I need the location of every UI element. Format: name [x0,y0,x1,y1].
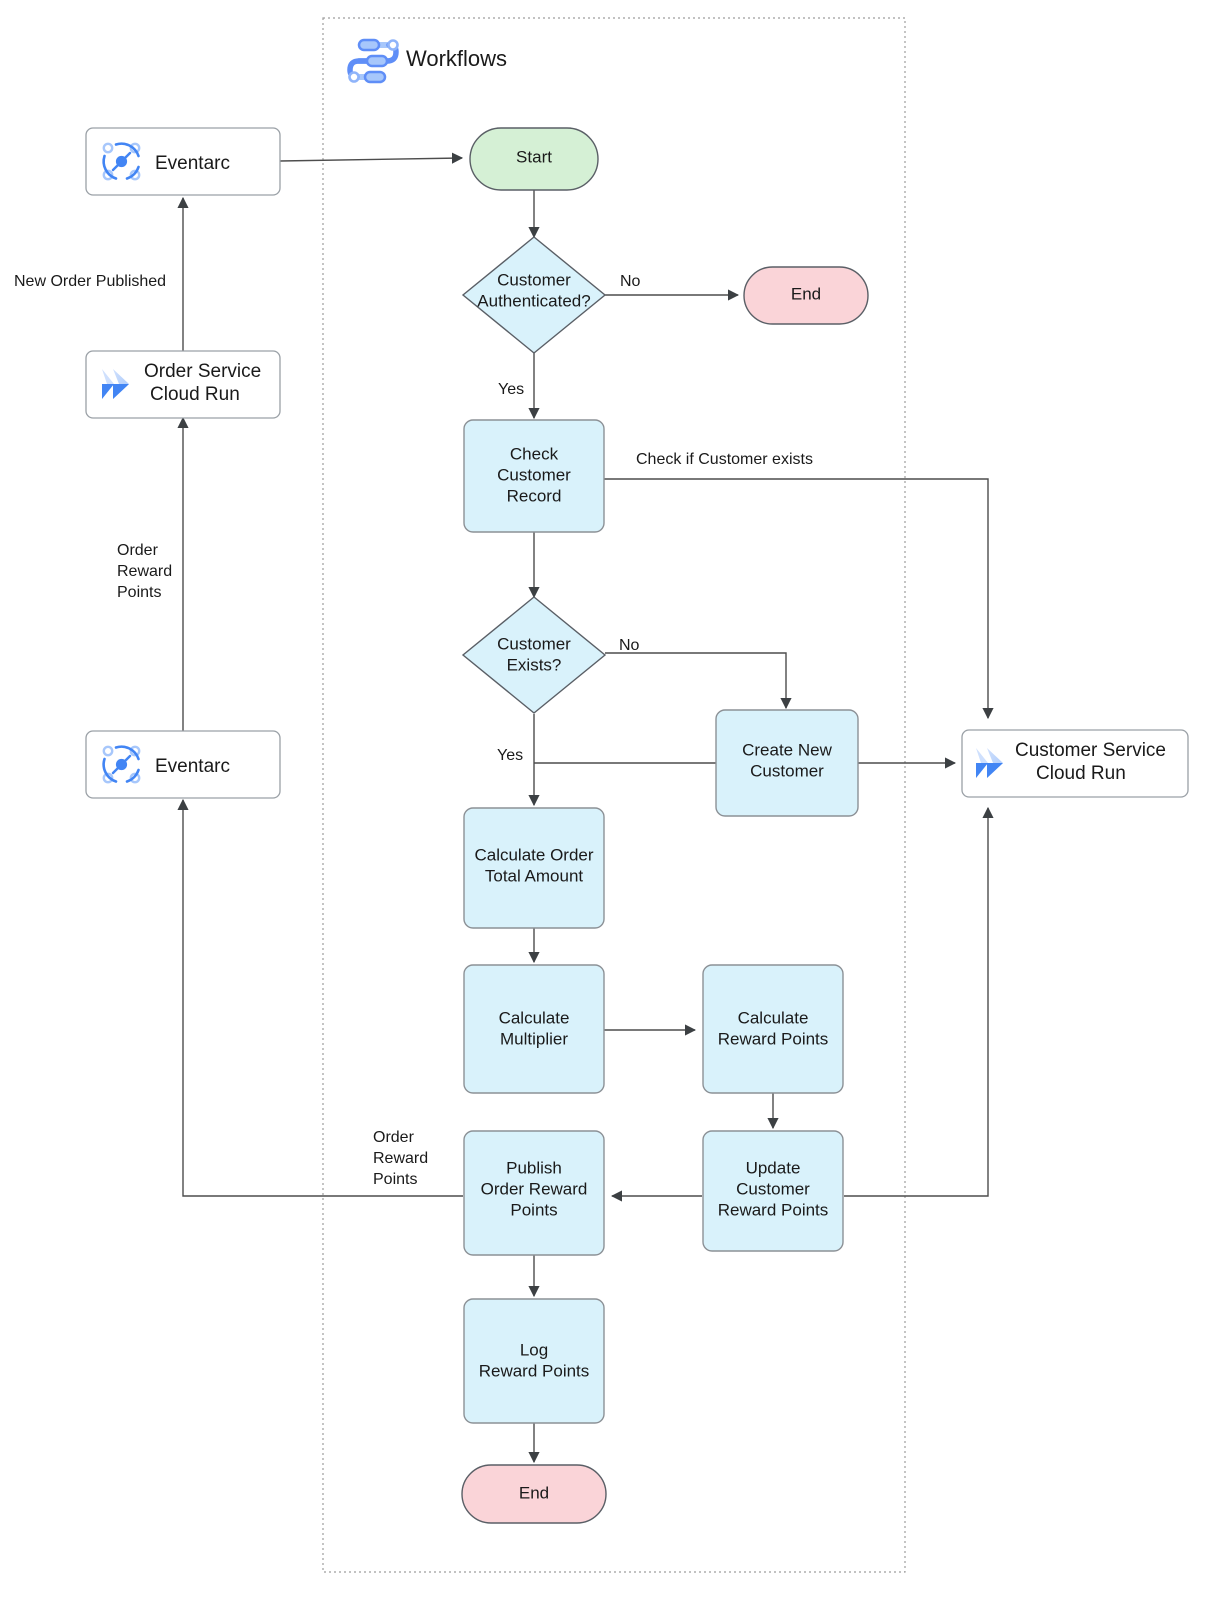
node-eventarc-top[interactable]: Eventarc [85,127,281,196]
update-customer-reward-points-line2: Customer [736,1179,810,1198]
edge-label-exists-no: No [619,637,640,654]
calculate-multiplier-line2: Multiplier [500,1029,568,1048]
order-service-label-line1: Order Service [144,361,261,382]
node-calculate-order-total[interactable]: Calculate Order Total Amount [463,807,605,929]
edge-label-order-pub-1: Order [373,1129,415,1146]
node-eventarc-bottom[interactable]: Eventarc [85,730,281,799]
cloud-run-icon [976,748,1003,778]
log-reward-points-line1: Log [520,1340,548,1359]
eventarc-icon [102,142,141,181]
edge-label-new-order-published: New Order Published [14,273,166,290]
edge-label-exists-yes: Yes [497,747,523,764]
update-customer-reward-points-line1: Update [746,1158,801,1177]
calculate-order-total-line1: Calculate Order [474,845,593,864]
node-end-top[interactable]: End [743,266,869,325]
check-customer-record-line2: Customer [497,465,571,484]
start-label: Start [516,147,552,166]
workflows-group-border [322,17,906,1573]
node-customer-service-cloud-run[interactable]: Customer Service Cloud Run [961,729,1189,798]
node-calculate-reward-points[interactable]: Calculate Reward Points [702,964,844,1094]
node-end-bottom[interactable]: End [461,1464,607,1524]
publish-order-reward-points-line2: Order Reward [481,1179,588,1198]
edge-label-order-left-2: Reward [117,563,172,580]
customer-service-label-line1: Customer Service [1015,740,1166,761]
create-new-customer-line1: Create New [742,740,832,759]
check-customer-record-line3: Record [507,486,562,505]
node-customer-exists[interactable]: Customer Exists? [461,596,607,714]
check-customer-record-line1: Check [510,444,559,463]
customer-exists-line1: Customer [497,634,571,653]
node-customer-authenticated[interactable]: Customer Authenticated? [461,236,607,354]
edge-label-order-left-1: Order [117,542,159,559]
publish-order-reward-points-line3: Points [510,1200,557,1219]
log-reward-points-line2: Reward Points [479,1361,590,1380]
node-order-service-cloud-run[interactable]: Order Service Cloud Run [85,350,281,419]
node-log-reward-points[interactable]: Log Reward Points [463,1298,605,1424]
end-bottom-label: End [519,1483,549,1502]
node-publish-order-reward-points[interactable]: Publish Order Reward Points [463,1130,605,1256]
edge-label-order-pub-2: Reward [373,1150,428,1167]
calculate-reward-points-line1: Calculate [738,1008,809,1027]
calculate-order-total-line2: Total Amount [485,866,584,885]
customer-service-label-line2: Cloud Run [1036,763,1126,784]
calculate-reward-points-line2: Reward Points [718,1029,829,1048]
publish-order-reward-points-line1: Publish [506,1158,562,1177]
edge-label-auth-yes: Yes [498,381,524,398]
eventarc-icon [102,745,141,784]
node-update-customer-reward-points[interactable]: Update Customer Reward Points [702,1130,844,1252]
node-start[interactable]: Start [469,127,599,191]
workflows-icon [347,38,399,84]
edge-label-order-left-3: Points [117,584,161,601]
node-create-new-customer[interactable]: Create New Customer [715,709,859,817]
customer-authenticated-line2: Authenticated? [477,291,590,310]
edge-label-auth-no: No [620,273,641,290]
cloud-run-icon [102,369,129,399]
node-check-customer-record[interactable]: Check Customer Record [463,419,605,533]
create-new-customer-line2: Customer [750,761,824,780]
edge-check-to-customerservice [604,478,994,720]
order-service-label-line2: Cloud Run [150,384,240,405]
eventarc-bottom-label: Eventarc [155,756,230,777]
edge-label-check-if-customer-exists: Check if Customer exists [636,451,813,468]
end-top-label: End [791,284,821,303]
update-customer-reward-points-line3: Reward Points [718,1200,829,1219]
node-calculate-multiplier[interactable]: Calculate Multiplier [463,964,605,1094]
edge-update-to-customerservice [844,806,994,1197]
edge-label-order-pub-3: Points [373,1171,417,1188]
customer-exists-line2: Exists? [507,655,562,674]
calculate-multiplier-line1: Calculate [499,1008,570,1027]
eventarc-top-label: Eventarc [155,153,230,174]
edge-publish-to-eventarc-bottom [177,798,463,1197]
workflows-group-label: Workflows [406,46,507,71]
edge-eventarc-to-start [279,152,464,164]
edge-exists-no-to-create [605,652,792,710]
customer-authenticated-line1: Customer [497,270,571,289]
